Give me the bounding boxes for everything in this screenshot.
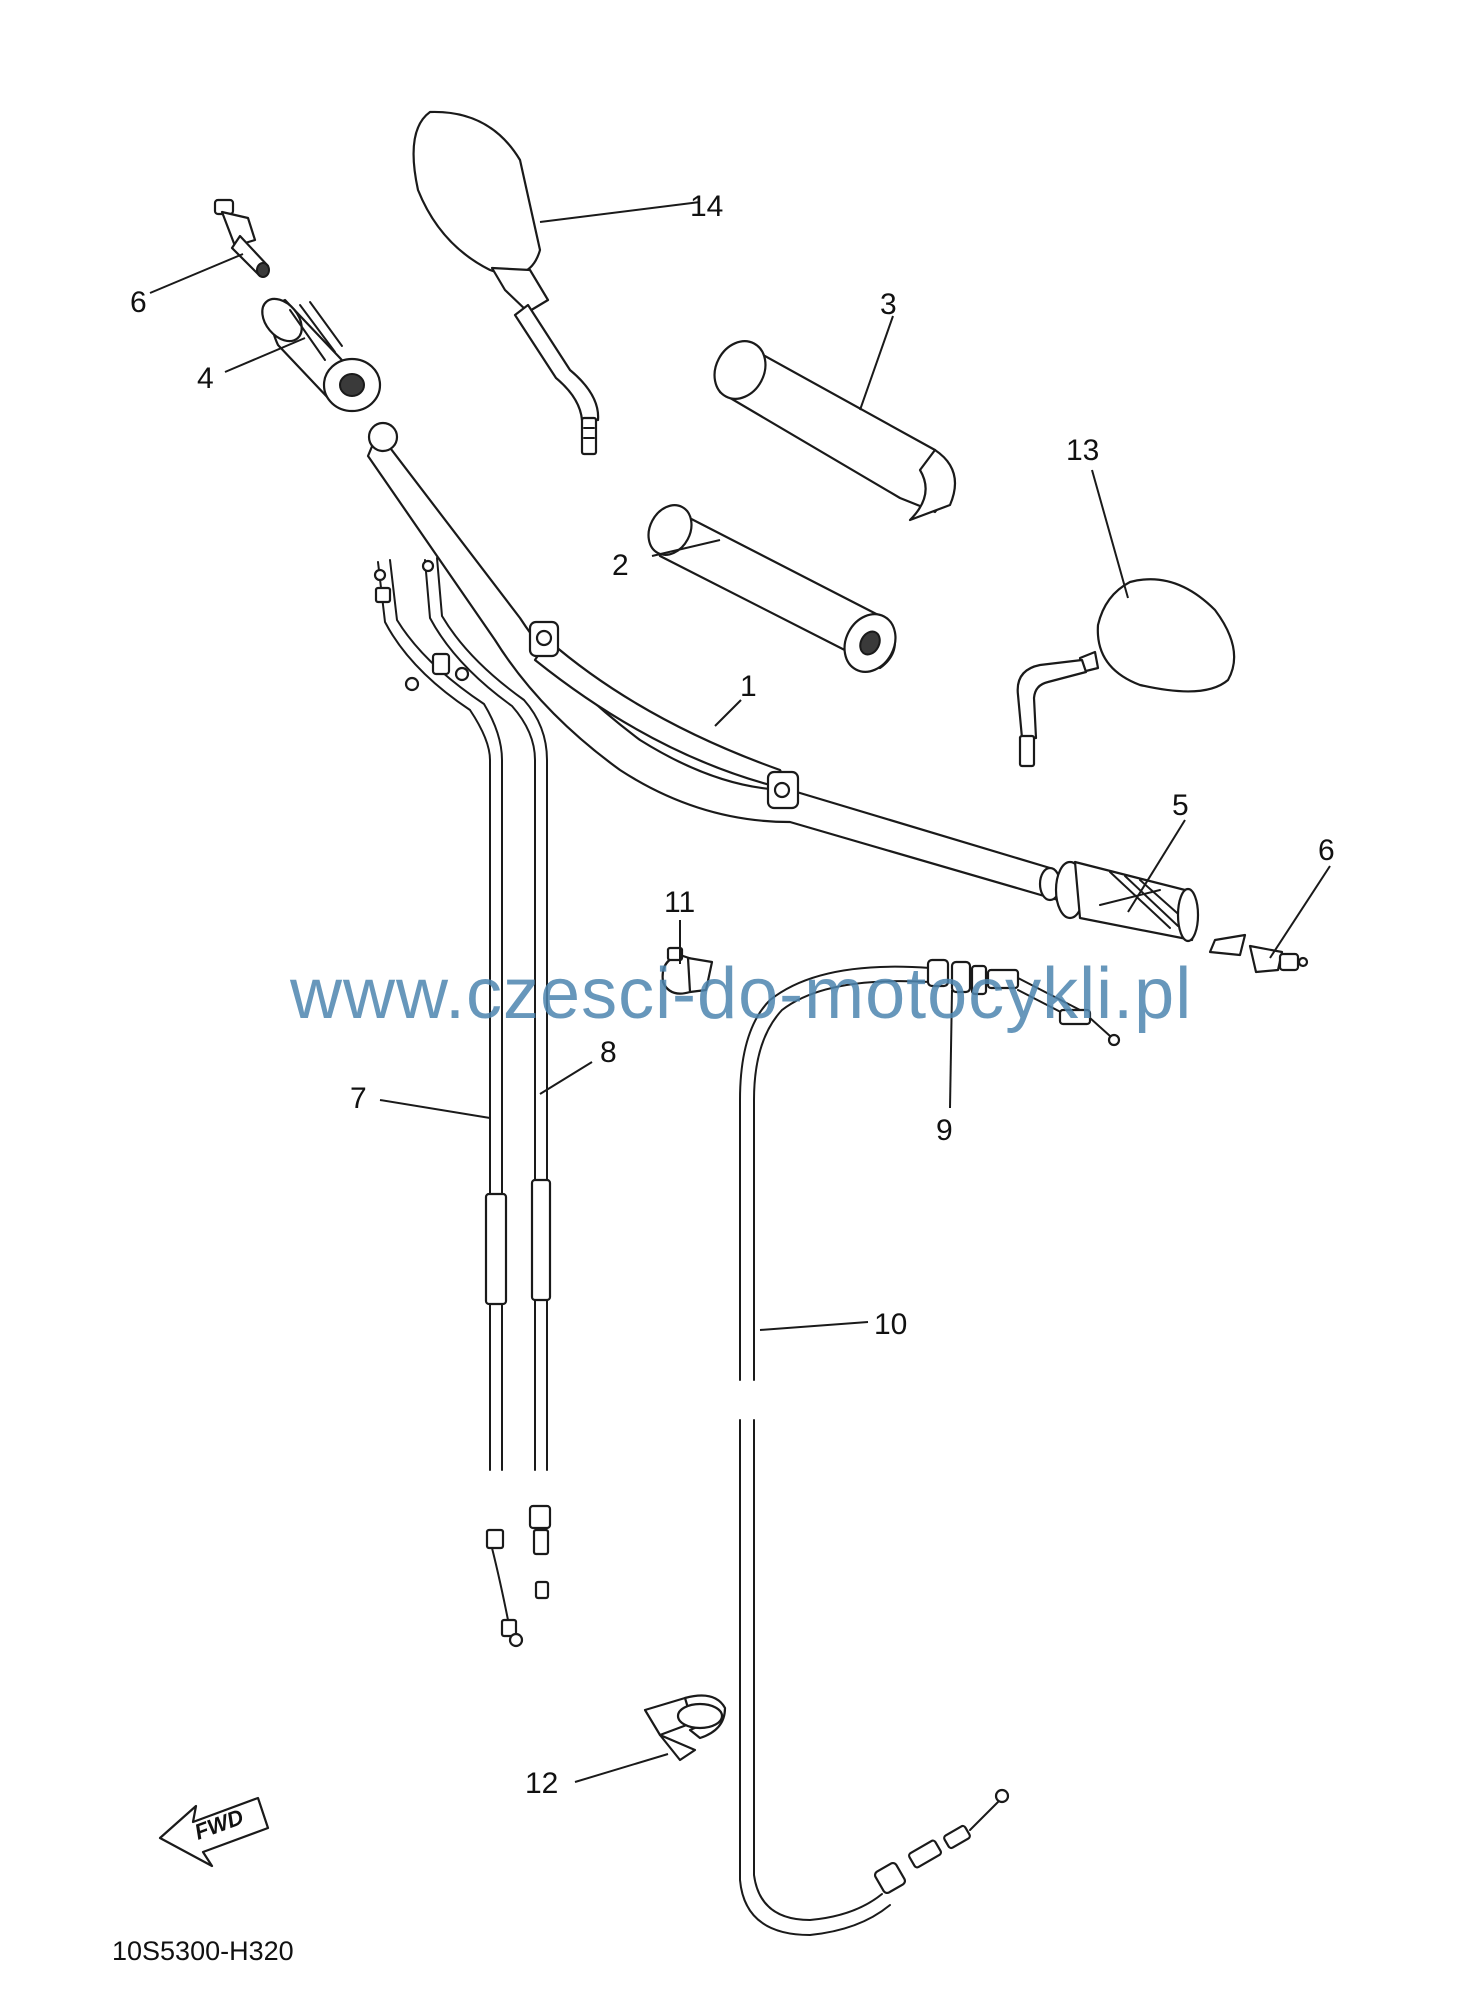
mirror-14: [412, 110, 600, 456]
grip-3: [713, 340, 957, 522]
throttle-cable-7: [373, 559, 524, 1648]
callout-9: 9: [936, 1114, 953, 1147]
callout-3: 3: [880, 288, 897, 321]
throttle-cable-8: [421, 557, 552, 1600]
fwd-arrow: FWD: [158, 1796, 270, 1868]
callout-13: 13: [1066, 434, 1099, 467]
callout-6-left: 6: [130, 286, 147, 319]
bar-end-6-left: [213, 198, 270, 278]
bar-end-6-right: [1208, 933, 1309, 974]
mirror-13: [1016, 578, 1236, 768]
clutch-cable-10: [739, 965, 1010, 1937]
callout-2: 2: [612, 549, 629, 582]
handlebar: [366, 421, 1062, 902]
callout-11: 11: [664, 886, 695, 919]
leader-lines: [149, 201, 1331, 1783]
watermark-text: www.czesci-do-motocykli.pl: [289, 954, 1192, 1034]
cable-adjuster-9: [926, 958, 1121, 1047]
callout-12: 12: [525, 1767, 558, 1800]
clamp-11: [661, 946, 714, 995]
callout-10: 10: [874, 1308, 907, 1341]
callout-7: 7: [350, 1082, 367, 1115]
grip-2: [647, 504, 897, 673]
callouts: 1 2 3 4 5 6 6 7 8 9 10 11 12 13 14: [130, 190, 1335, 1800]
callout-14: 14: [690, 190, 723, 223]
callout-6-right: 6: [1318, 834, 1335, 867]
grip-5: [1054, 860, 1200, 943]
callout-8: 8: [600, 1036, 617, 1069]
callout-1: 1: [740, 670, 757, 703]
callout-4: 4: [197, 362, 214, 395]
diagram-code: 10S5300-H320: [112, 1936, 294, 1966]
callout-5: 5: [1172, 789, 1189, 822]
throttle-grip-4: [261, 297, 382, 413]
clamp-12: [643, 1694, 727, 1762]
